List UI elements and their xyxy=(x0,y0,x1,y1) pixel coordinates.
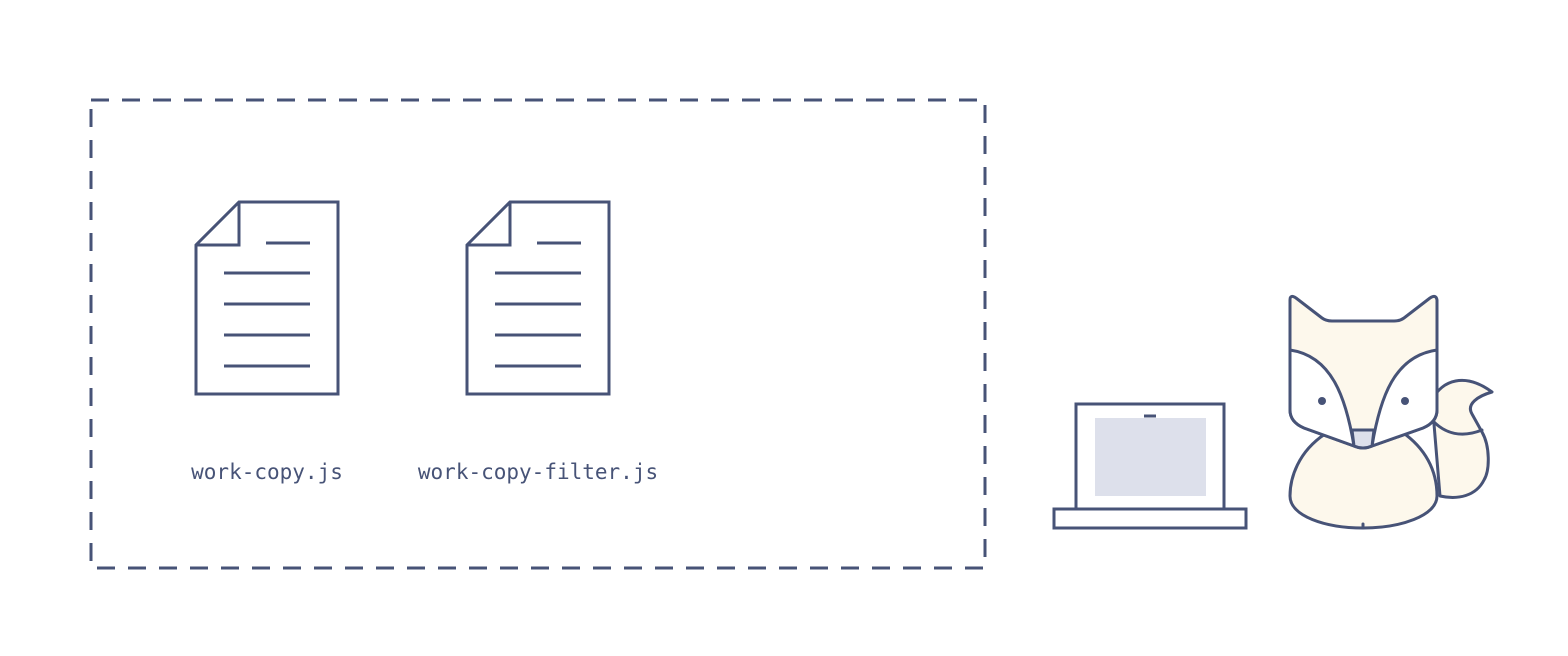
laptop-icon xyxy=(1052,402,1248,530)
file-icon xyxy=(194,200,340,396)
fox-icon xyxy=(1288,294,1494,530)
file-name-label: work-copy-filter.js xyxy=(418,460,658,484)
file-icon xyxy=(465,200,611,396)
workspace-frame xyxy=(89,98,987,570)
file-name-label: work-copy.js xyxy=(191,460,343,484)
